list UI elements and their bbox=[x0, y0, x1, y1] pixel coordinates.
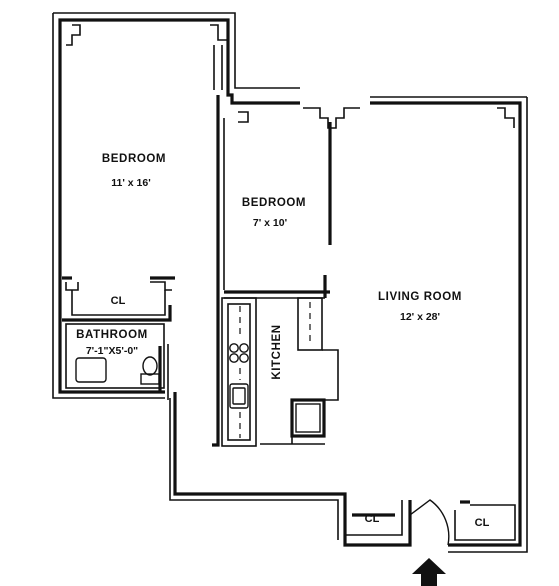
bedroom1-size: 11' x 16' bbox=[111, 177, 150, 189]
entry-door bbox=[409, 499, 450, 546]
column-notches bbox=[66, 24, 515, 129]
kitchen-name: KITCHEN bbox=[271, 324, 283, 379]
bedroom1-name: BEDROOM bbox=[102, 153, 166, 165]
bedroom2-name: BEDROOM bbox=[242, 197, 306, 209]
kitchen bbox=[221, 297, 339, 447]
closet3-label: CL bbox=[475, 517, 490, 529]
tub-icon bbox=[75, 357, 107, 383]
closet2-label: CL bbox=[365, 513, 380, 525]
bathroom-name: BATHROOM bbox=[76, 329, 148, 341]
bathroom-size: 7'-1"X5'-0" bbox=[86, 345, 138, 357]
closet1-label: CL bbox=[111, 295, 126, 307]
bedroom2-size: 7' x 10' bbox=[253, 217, 287, 229]
bathroom-fixtures bbox=[70, 356, 160, 393]
toilet-icon bbox=[140, 356, 160, 385]
living-room-name: LIVING ROOM bbox=[378, 291, 462, 303]
room-labels: BEDROOM 11' x 16' BEDROOM 7' x 10' LIVIN… bbox=[76, 153, 489, 529]
outer-walls bbox=[52, 12, 528, 553]
stove-icon bbox=[229, 343, 249, 363]
living-room-size: 12' x 28' bbox=[400, 311, 440, 323]
arrow-up-icon bbox=[412, 558, 446, 586]
sink-icon bbox=[229, 383, 249, 409]
